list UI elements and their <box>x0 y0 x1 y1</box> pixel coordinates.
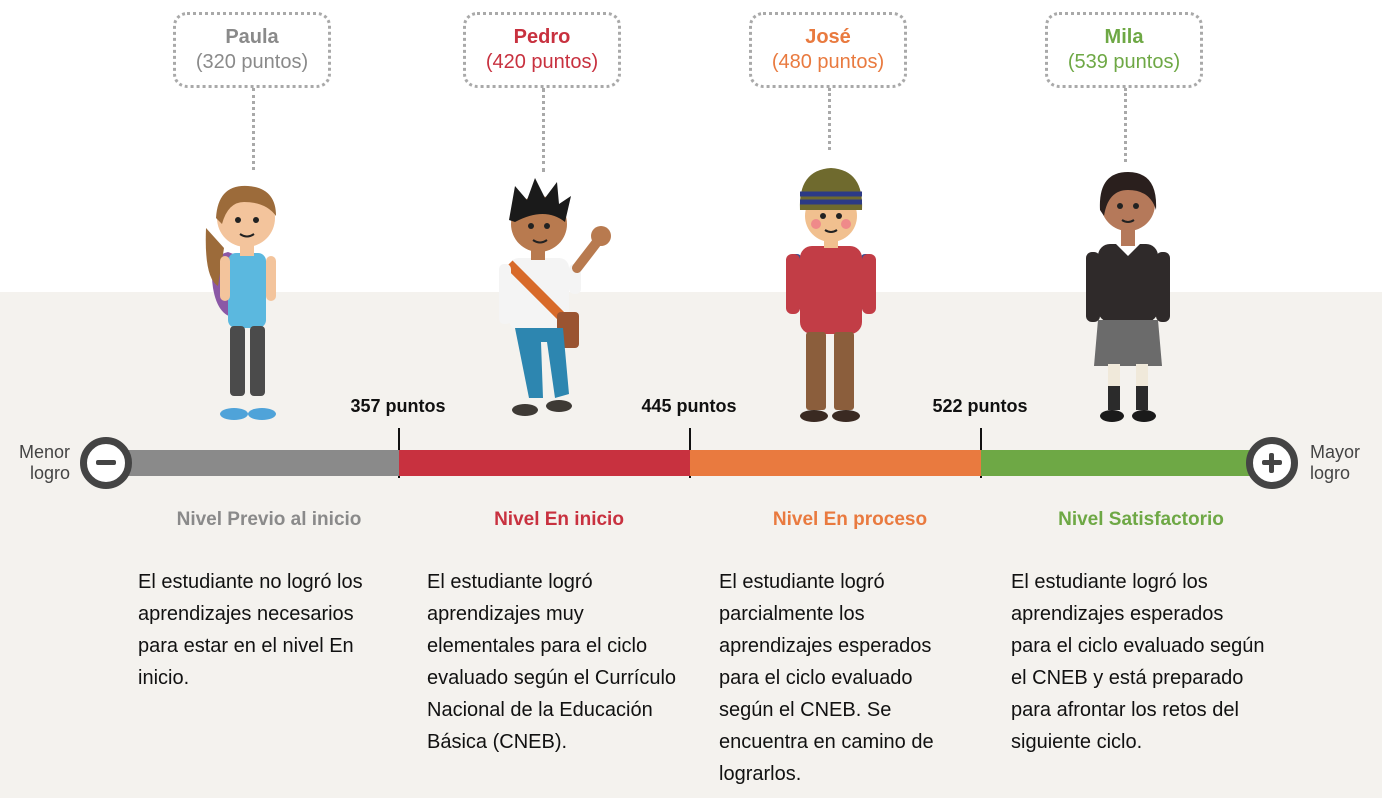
student-paula-illustration <box>205 185 276 420</box>
minus-icon <box>80 437 132 489</box>
student-pedro-illustration <box>499 178 611 416</box>
threshold-label: 357 puntos <box>350 396 446 416</box>
bubble-stem <box>542 88 545 172</box>
student-mila-illustration <box>1086 172 1170 422</box>
min-label: Menor logro <box>18 442 70 483</box>
max-label: Mayor logro <box>1310 442 1361 483</box>
level-description-proceso: El estudiante logró parcialmente los apr… <box>719 571 934 785</box>
student-name: Pedro <box>513 26 571 48</box>
student-points: (539 puntos) <box>1067 51 1181 73</box>
bubble-jose: José (480 puntos) <box>749 12 907 88</box>
student-points: (320 puntos) <box>195 51 309 73</box>
student-points: (420 puntos) <box>485 51 599 73</box>
threshold-label: 522 puntos <box>932 396 1028 416</box>
level-title-proceso: Nivel En proceso <box>772 509 928 530</box>
scale-segment-proceso <box>690 450 981 476</box>
scale-segment-satisfactorio <box>981 450 1272 476</box>
bubble-pedro: Pedro (420 puntos) <box>463 12 621 88</box>
level-description-previo: El estudiante no logró los aprendizajes … <box>138 571 363 689</box>
bubble-stem <box>828 88 831 150</box>
level-title-previo: Nivel Previo al inicio <box>176 509 362 530</box>
scale-segment-previo <box>108 450 399 476</box>
level-description-inicio: El estudiante logró aprendizajes muy ele… <box>427 571 677 753</box>
level-title-inicio: Nivel En inicio <box>494 509 624 530</box>
student-name: Paula <box>225 26 279 48</box>
bubble-paula: Paula (320 puntos) <box>173 12 331 88</box>
scale-segment-inicio <box>399 450 690 476</box>
student-points: (480 puntos) <box>771 51 885 73</box>
plus-icon <box>1246 437 1298 489</box>
student-name: Mila <box>1104 26 1144 48</box>
level-title-satisfactorio: Nivel Satisfactorio <box>1058 509 1224 530</box>
bubble-mila: Mila (539 puntos) <box>1045 12 1203 88</box>
level-description-satisfactorio: El estudiante logró los aprendizajes esp… <box>1011 571 1265 753</box>
bubble-stem <box>252 88 255 170</box>
threshold-label: 445 puntos <box>641 396 737 416</box>
student-jose-illustration <box>786 168 876 422</box>
bubble-stem <box>1124 88 1127 162</box>
student-name: José <box>805 26 851 48</box>
